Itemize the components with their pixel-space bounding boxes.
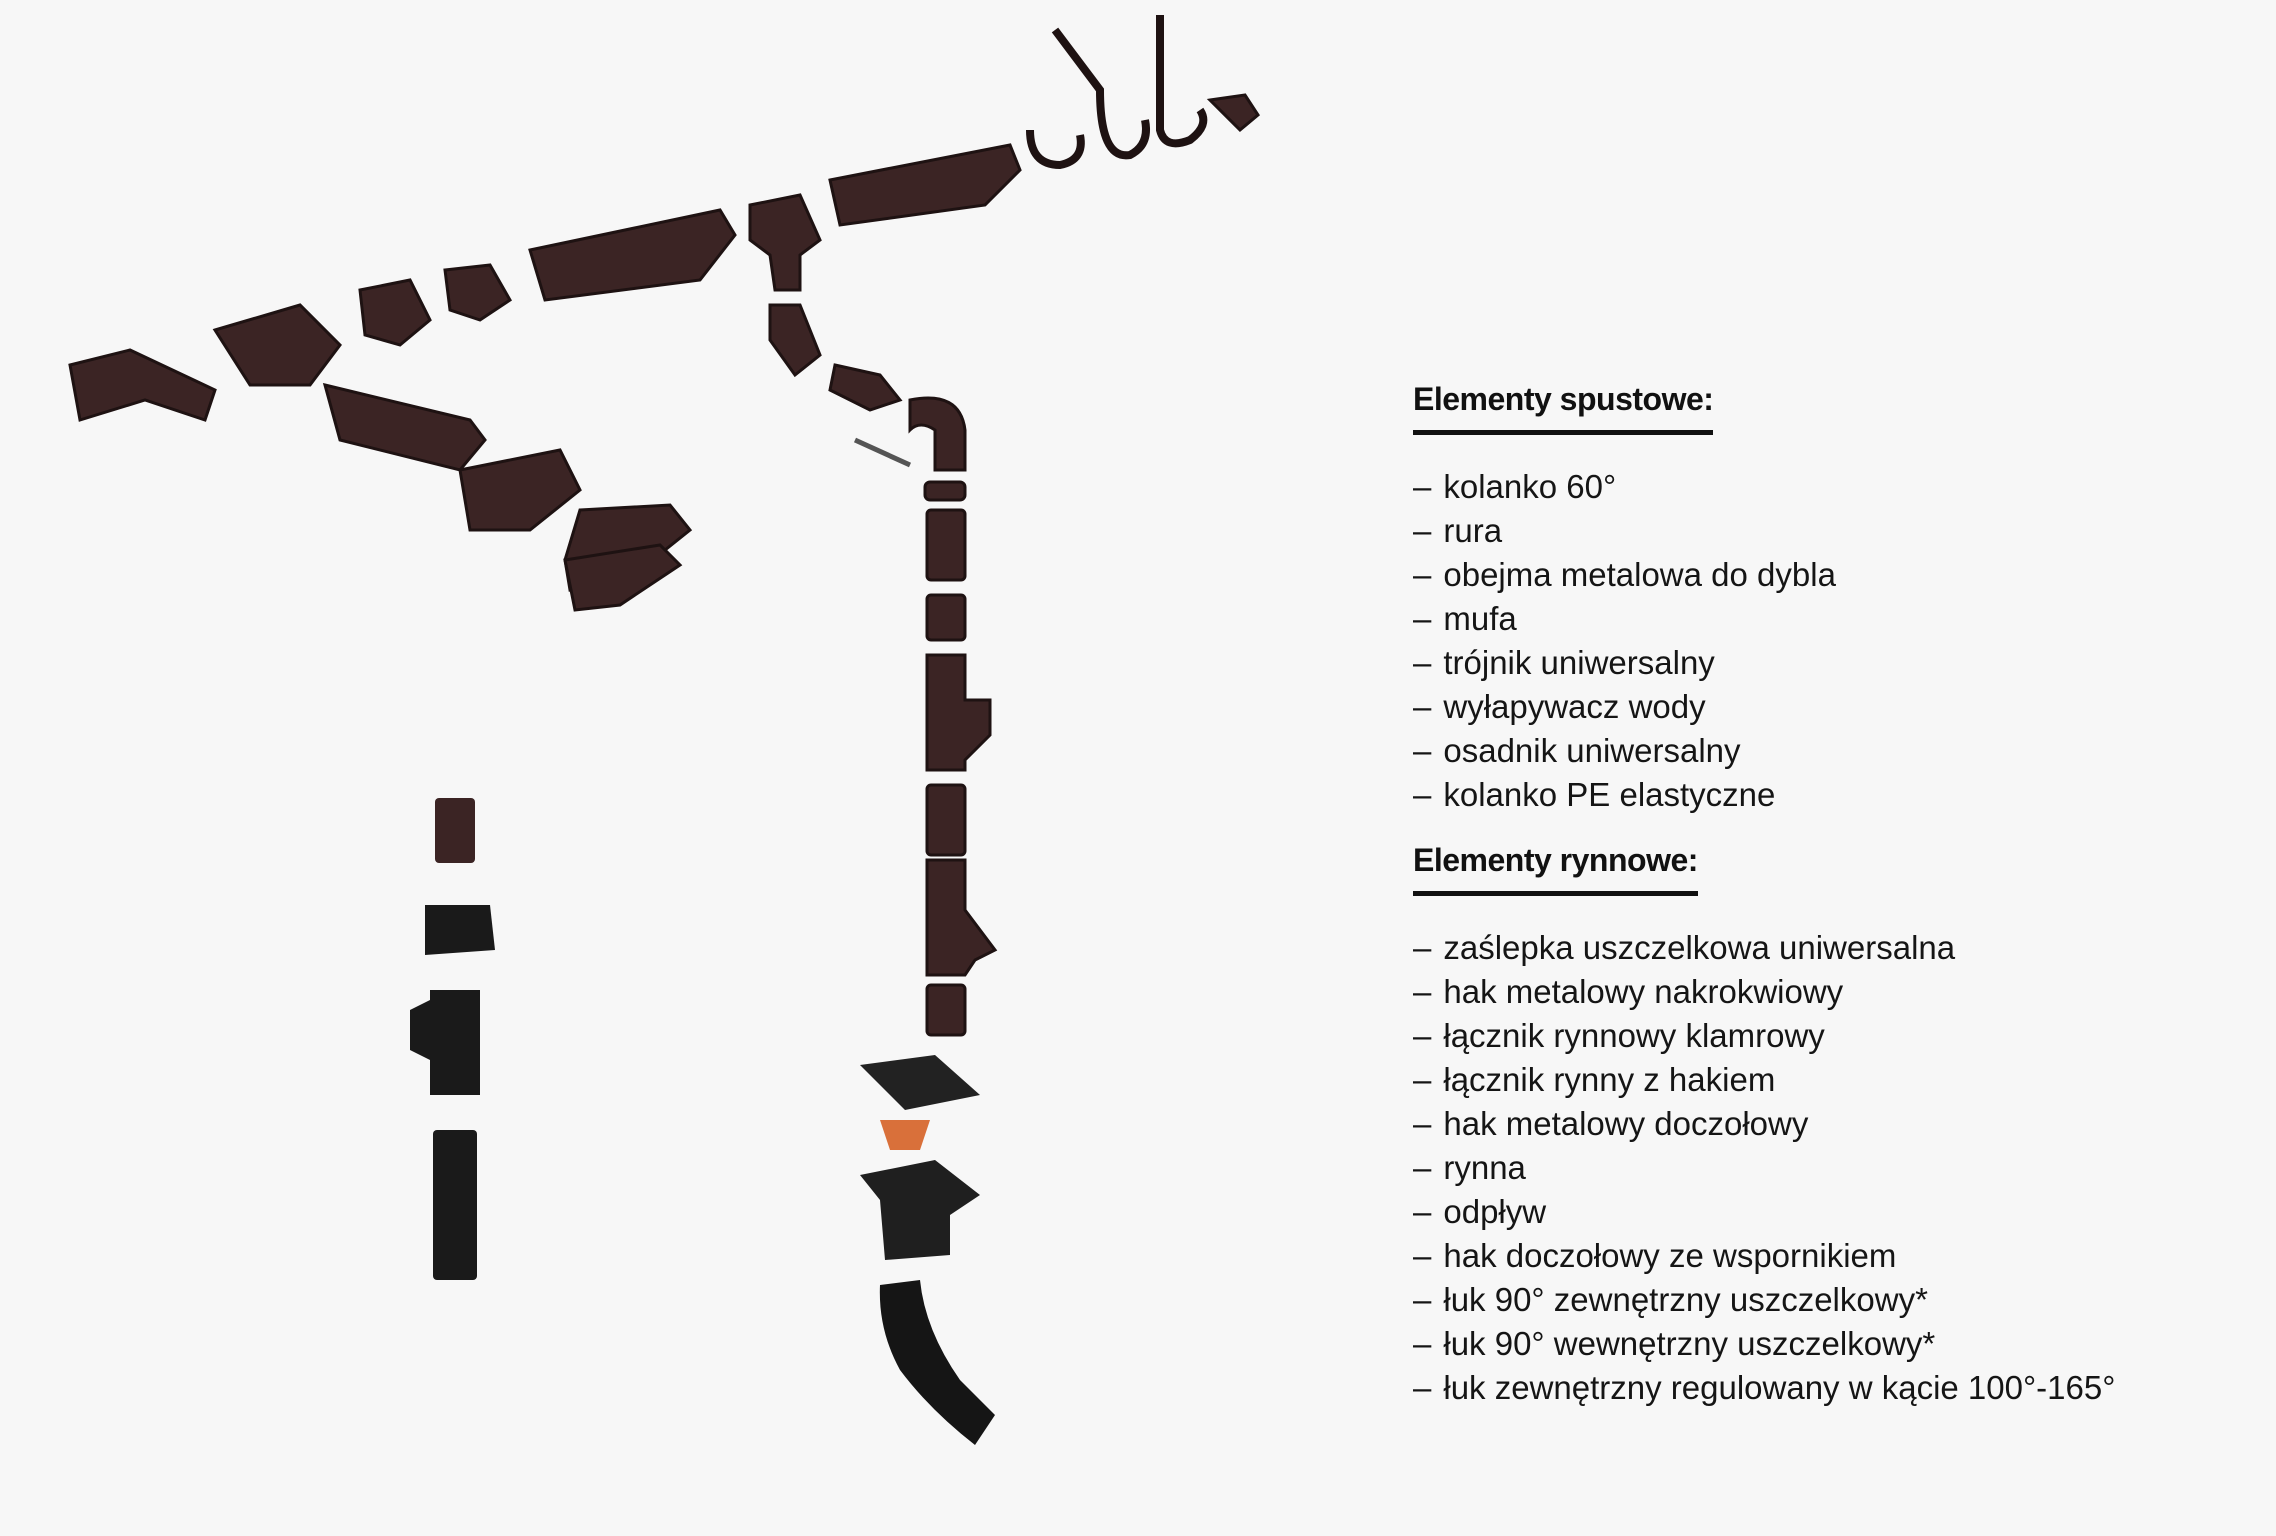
drain-tee-part xyxy=(410,990,480,1095)
section-heading: Elementy rynnowe: xyxy=(1413,841,1698,896)
section-heading: Elementy spustowe: xyxy=(1413,380,1714,435)
parts-list: –kolanko 60° –rura –obejma metalowa do d… xyxy=(1413,465,2263,817)
gutter-outlet-part xyxy=(748,193,822,292)
settler-basket-part xyxy=(880,1120,930,1150)
list-item: –wyłapywacz wody xyxy=(1413,688,1706,725)
gutter-connector-part xyxy=(358,278,432,347)
gutter-system-exploded-illustration xyxy=(68,15,1260,1445)
section-gutter-elements: Elementy rynnowe: –zaślepka uszczelkowa … xyxy=(1413,841,2263,1410)
elbow-60-part xyxy=(768,303,822,378)
list-item: –osadnik uniwersalny xyxy=(1413,732,1741,769)
list-item: –hak metalowy doczołowy xyxy=(1413,1105,1809,1142)
list-item: –łącznik rynnowy klamrowy xyxy=(1413,1017,1825,1054)
adjustable-corner-part xyxy=(563,543,683,612)
drain-pipe-part xyxy=(433,1130,477,1280)
downpipe-part xyxy=(925,508,967,582)
socket-part xyxy=(925,593,967,642)
list-item: –łącznik rynny z hakiem xyxy=(1413,1061,1776,1098)
gutter-trough-part xyxy=(828,143,1022,227)
list-item: –łuk zewnętrzny regulowany w kącie 100°-… xyxy=(1413,1369,2116,1406)
list-item: –hak doczołowy ze wspornikiem xyxy=(1413,1237,1897,1274)
gutter-trough-part xyxy=(322,382,487,472)
downpipe-part xyxy=(925,983,967,1037)
list-item: –rura xyxy=(1413,512,1503,549)
gutter-trough-part xyxy=(528,208,737,302)
list-item: –kolanko PE elastyczne xyxy=(1413,776,1776,813)
tee-part xyxy=(925,653,992,772)
outer-corner-90-part xyxy=(68,348,217,422)
fascia-hook-bracket-part xyxy=(1156,15,1208,148)
downpipe-part xyxy=(925,783,967,857)
corner-piece-part xyxy=(458,448,582,532)
rafter-hook-part xyxy=(1051,27,1150,160)
drain-cap-part xyxy=(425,905,495,955)
list-item: –zaślepka uszczelkowa uniwersalna xyxy=(1413,929,1956,966)
list-item: –rynna xyxy=(1413,1149,1526,1186)
pe-flexible-elbow-part xyxy=(879,1280,995,1445)
inner-corner-90-part xyxy=(212,303,342,387)
list-item: –łuk 90° zewnętrzny uszczelkowy* xyxy=(1413,1281,1928,1318)
elbow-60-part xyxy=(908,396,967,472)
parts-list-panel: Elementy spustowe: –kolanko 60° –rura –o… xyxy=(1413,380,2263,1410)
dowel-rod-part xyxy=(853,437,912,468)
pipe-segment-part xyxy=(828,363,903,412)
gutter-connector-hook-part xyxy=(443,263,512,322)
settler-body-part xyxy=(860,1160,980,1260)
rain-water-diverter-part xyxy=(925,858,998,977)
list-item: –trójnik uniwersalny xyxy=(1413,644,1715,681)
settler-grate-part xyxy=(860,1055,980,1110)
list-item: –mufa xyxy=(1413,600,1517,637)
list-item: –łuk 90° wewnętrzny uszczelkowy* xyxy=(1413,1325,1936,1362)
parts-list: –zaślepka uszczelkowa uniwersalna –hak m… xyxy=(1413,926,2263,1410)
list-item: –odpływ xyxy=(1413,1193,1547,1230)
list-item: –obejma metalowa do dybla xyxy=(1413,556,1836,593)
list-item: –hak metalowy nakrokwiowy xyxy=(1413,973,1844,1010)
fascia-hook-part xyxy=(1026,129,1085,170)
pipe-clamp-part xyxy=(923,480,967,502)
drain-socket-part xyxy=(435,798,475,863)
end-cap-part xyxy=(1206,93,1260,133)
list-item: –kolanko 60° xyxy=(1413,468,1617,505)
section-downpipe-elements: Elementy spustowe: –kolanko 60° –rura –o… xyxy=(1413,380,2263,817)
